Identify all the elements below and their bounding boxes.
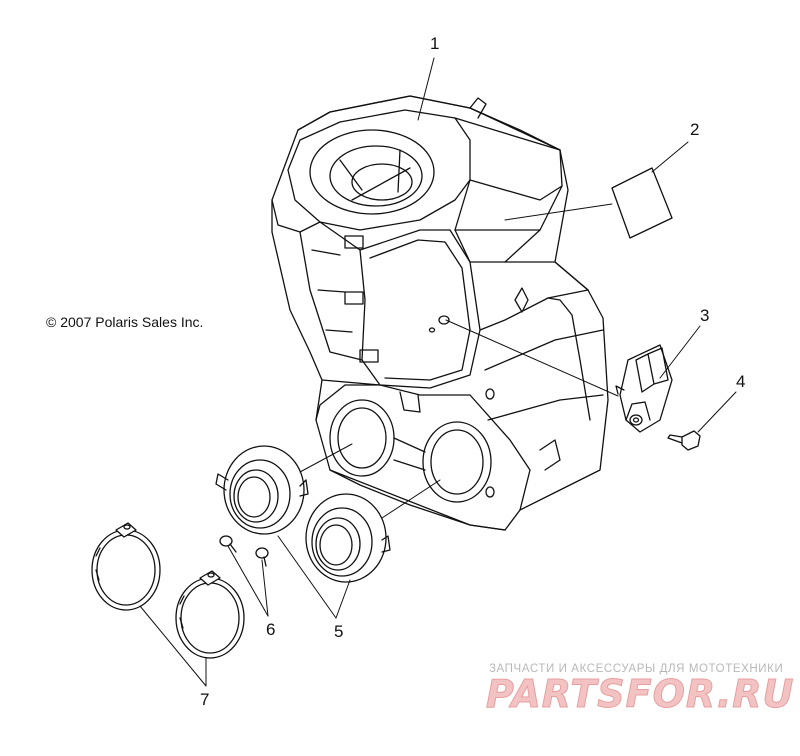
- boot-right: [305, 493, 391, 583]
- callout-2: 2: [690, 120, 700, 139]
- callout-7: 7: [200, 690, 210, 709]
- decal-label: [611, 167, 673, 239]
- callout-6: 6: [266, 620, 276, 639]
- callout-3: 3: [700, 306, 710, 325]
- callout-4: 4: [736, 372, 746, 391]
- hose-clamp-right: [175, 570, 245, 659]
- sensor: [615, 344, 673, 433]
- hose-clamp-left: [91, 522, 161, 611]
- leader-lines: [139, 57, 737, 687]
- watermark-logo: PARTSFOR.RU: [485, 672, 795, 717]
- airbox-housing: [271, 95, 609, 531]
- boot-left: [215, 445, 309, 535]
- screws: [219, 535, 269, 567]
- callout-5: 5: [334, 622, 344, 641]
- copyright-notice: © 2007 Polaris Sales Inc.: [46, 314, 204, 330]
- bolt: [667, 430, 701, 451]
- callout-1: 1: [430, 34, 440, 53]
- watermark-tagline: ЗАПЧАСТИ И АКСЕССУАРЫ ДЛЯ МОТОТЕХНИКИ: [489, 663, 784, 675]
